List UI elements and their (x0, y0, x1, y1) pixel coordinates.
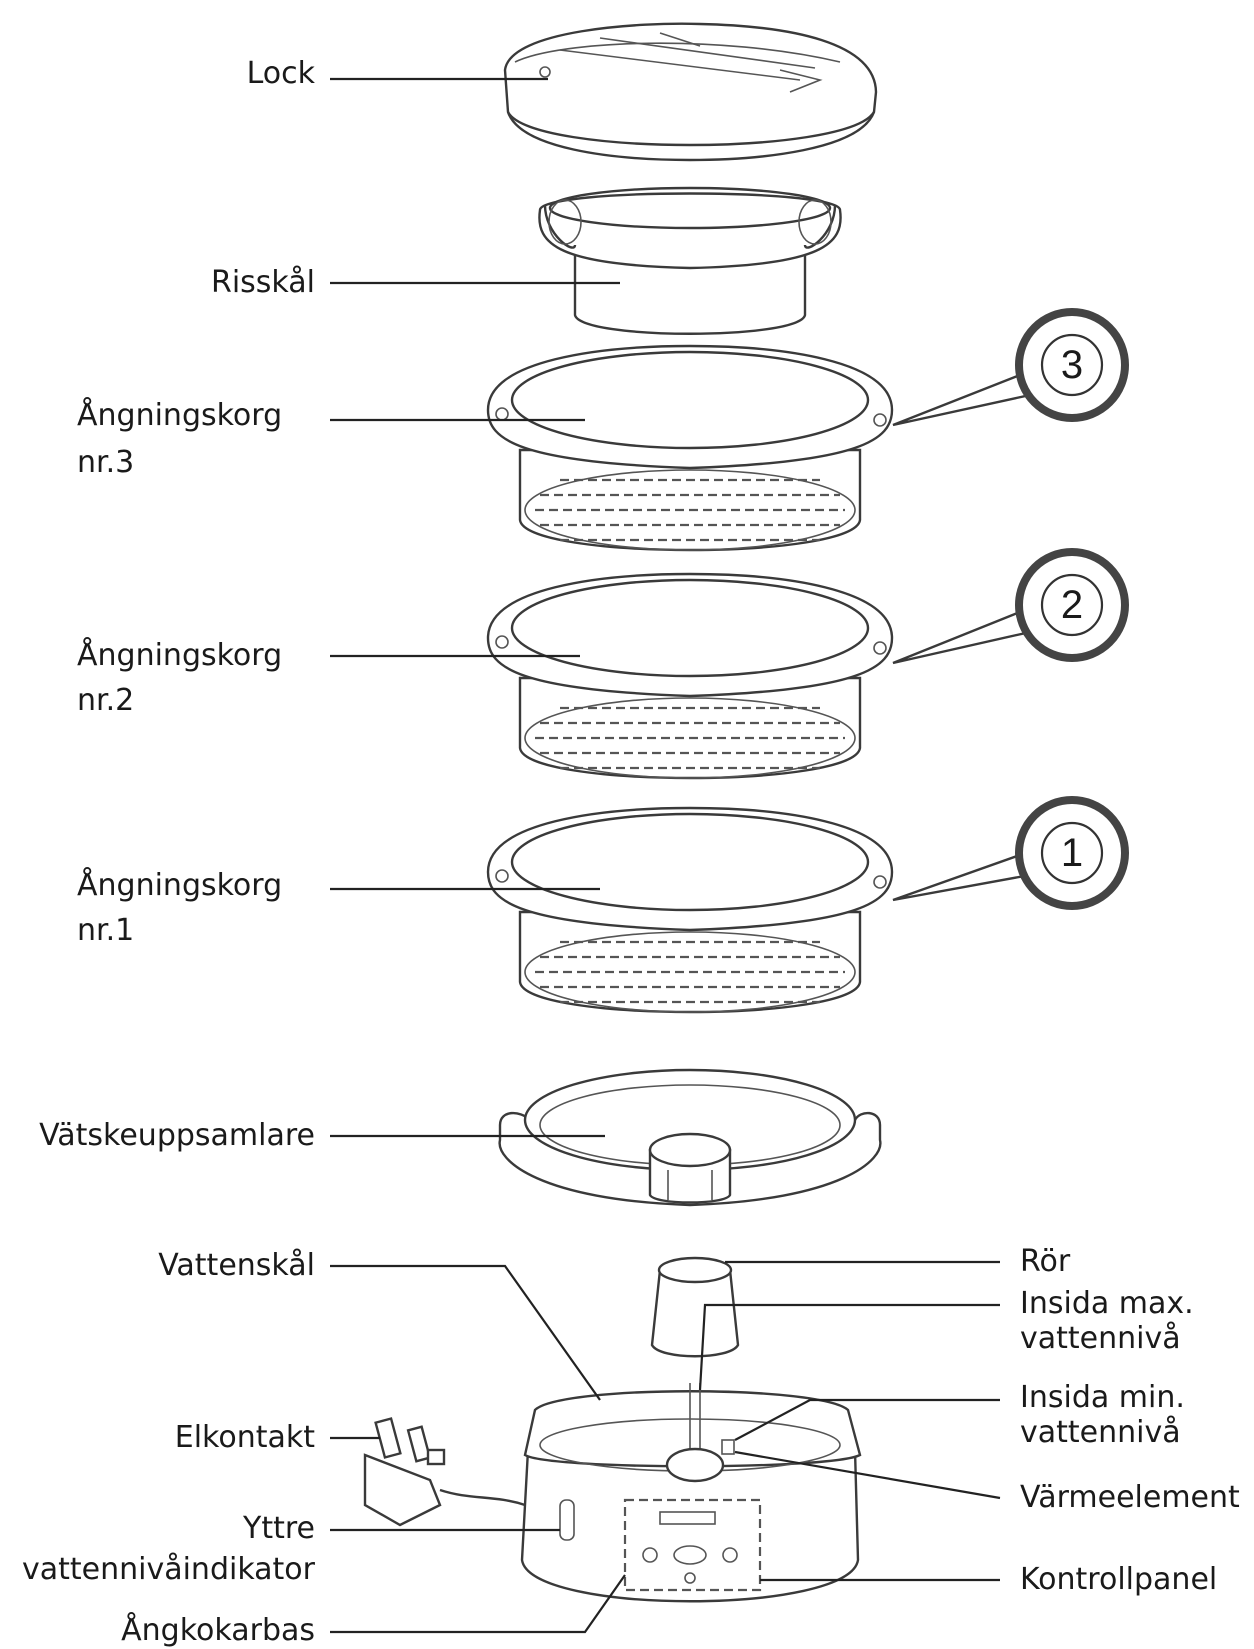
label-power-plug: Elkontakt (174, 1420, 315, 1455)
badge-1-number: 1 (1060, 831, 1084, 875)
label-basket2-line1: Ångningskorg (77, 638, 283, 673)
label-steamer-base: Ångkokarbas (121, 1613, 315, 1648)
badge-1 (892, 796, 1129, 910)
label-outer-indicator-line2: vattennivåindikator (21, 1552, 315, 1587)
label-max-level-line1: Insida max. (1020, 1286, 1194, 1321)
label-max-level-line2: vattennivå (1020, 1321, 1181, 1356)
base-drawing (520, 1383, 862, 1603)
leader-lines (330, 77, 1001, 1634)
drip-tray-drawing (498, 1068, 882, 1207)
basket1-drawing (486, 806, 894, 1014)
label-basket3-line2: nr.3 (77, 445, 135, 480)
label-basket2-line2: nr.2 (77, 683, 135, 718)
lid-drawing (503, 22, 878, 162)
label-tube: Rör (1020, 1244, 1071, 1279)
label-control-panel: Kontrollpanel (1020, 1562, 1218, 1597)
badge-2-number: 2 (1060, 583, 1084, 627)
label-outer-indicator-line1: Yttre (243, 1511, 315, 1546)
label-water-bowl: Vattenskål (158, 1248, 315, 1283)
label-basket1-line1: Ångningskorg (77, 868, 283, 903)
badge-3-number: 3 (1060, 343, 1084, 387)
label-drip-tray: Vätskeuppsamlare (39, 1118, 315, 1153)
basket2-drawing (486, 572, 894, 780)
label-min-level-line2: vattennivå (1020, 1415, 1181, 1450)
label-min-level-line1: Insida min. (1020, 1380, 1185, 1415)
label-basket1-line2: nr.1 (77, 913, 135, 948)
label-basket3-line1: Ångningskorg (77, 398, 283, 433)
badge-3 (892, 308, 1129, 427)
badge-2 (892, 548, 1129, 665)
label-heating-element: Värmeelement (1020, 1480, 1240, 1515)
plug-drawing (363, 1417, 526, 1527)
label-lid: Lock (246, 56, 315, 91)
basket3-drawing (486, 344, 894, 552)
label-rice-bowl: Risskål (210, 265, 315, 300)
tube-drawing (650, 1256, 740, 1358)
rice-bowl-drawing (538, 186, 842, 335)
